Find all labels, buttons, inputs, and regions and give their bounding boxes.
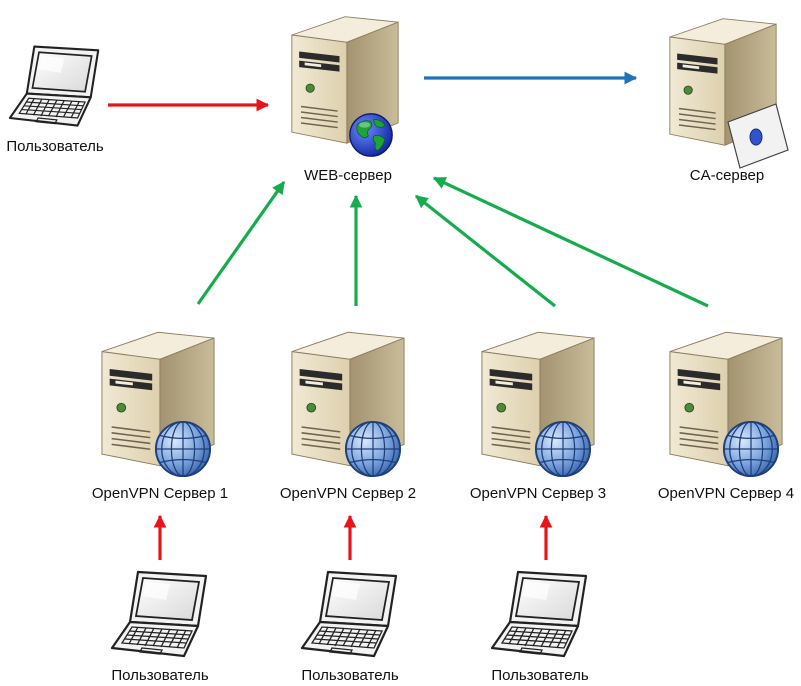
vpn-server-4-node: OpenVPN Сервер 4 [658,331,794,502]
arrow-vpn3-to-web [414,194,556,308]
user-1-node: Пользователь [110,570,209,684]
ca-server-label: CA-сервер [690,167,765,184]
laptop-icon [8,45,100,127]
web-server-node: WEB-сервер [290,15,400,184]
globe-icon [722,420,780,478]
user-1-label: Пользователь [111,667,209,684]
certificate-icon [727,103,789,169]
user-2-label: Пользователь [301,667,399,684]
vpn-server-2-label: OpenVPN Сервер 2 [280,485,416,502]
laptop-icon [300,570,398,658]
vpn-server-3-label: OpenVPN Сервер 3 [470,485,606,502]
web-server-label: WEB-сервер [304,167,392,184]
user-top-node: Пользователь [6,45,104,155]
laptop-icon [110,570,208,658]
user-3-node: Пользователь [490,570,589,684]
arrows [108,71,709,560]
laptop-icon [490,570,588,658]
globe-icon [154,420,212,478]
vpn-server-1-node: OpenVPN Сервер 1 [92,331,228,502]
globe-icon [349,113,393,157]
globe-icon [534,420,592,478]
ca-server-node: CA-сервер [668,17,789,184]
vpn-server-1-label: OpenVPN Сервер 1 [92,485,228,502]
user-2-node: Пользователь [300,570,399,684]
arrow-vpn1-to-web [196,180,286,305]
arrow-vpn4-to-web [432,176,709,308]
vpn-server-3-node: OpenVPN Сервер 3 [470,331,606,502]
user-top-label: Пользователь [6,138,104,155]
globe-icon [344,420,402,478]
vpn-server-4-label: OpenVPN Сервер 4 [658,485,794,502]
user-3-label: Пользователь [491,667,589,684]
vpn-server-2-node: OpenVPN Сервер 2 [280,331,416,502]
